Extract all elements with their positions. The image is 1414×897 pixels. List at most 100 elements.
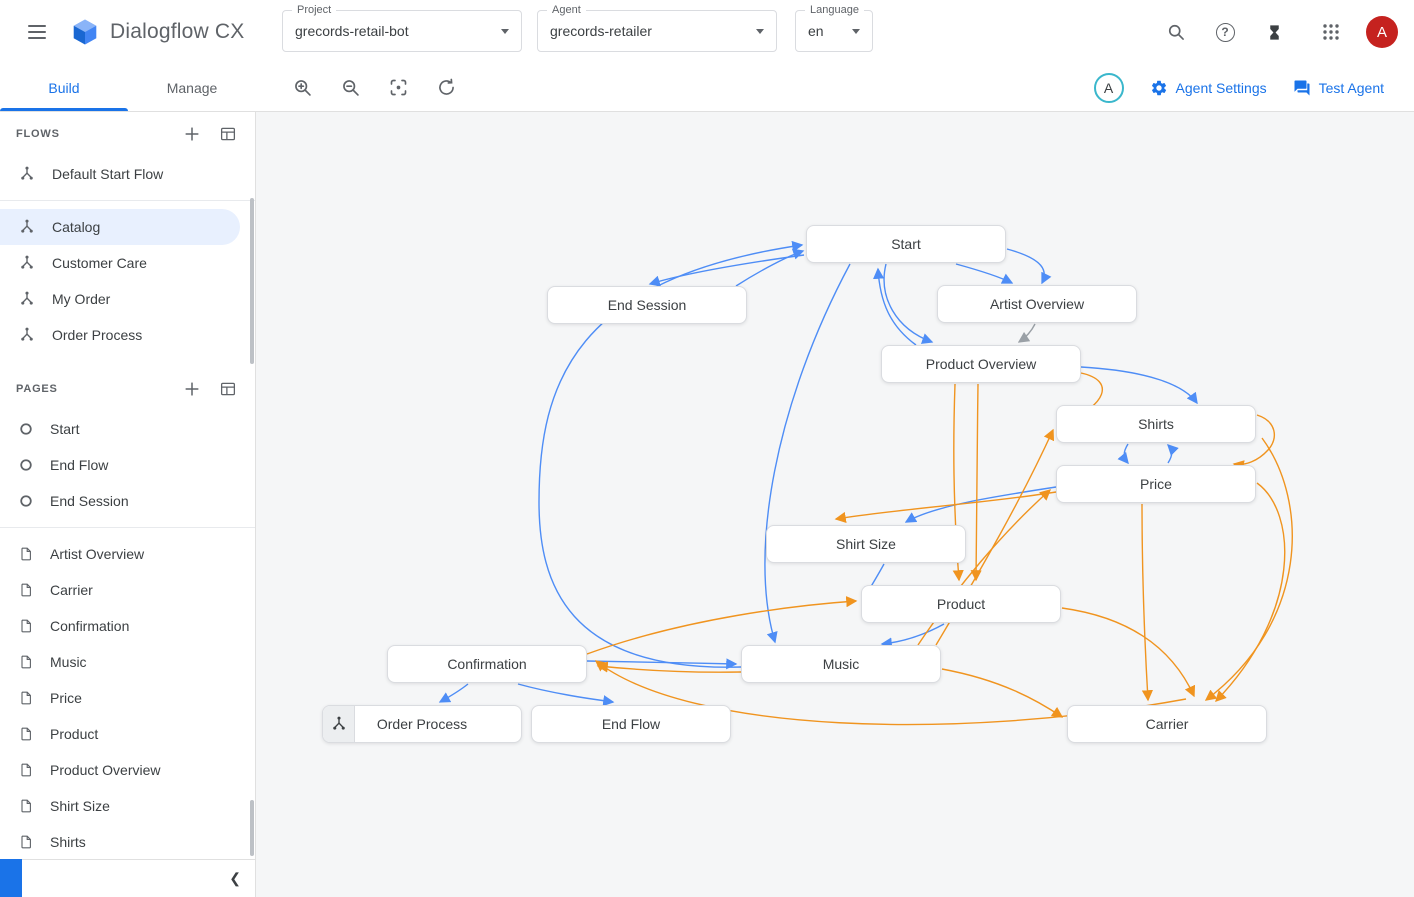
agent-avatar[interactable]: A (1093, 72, 1124, 103)
node-shirts[interactable]: Shirts (1056, 405, 1256, 443)
graph-edge (904, 486, 1057, 523)
tab-manage[interactable]: Manage (166, 79, 218, 96)
flow-link-icon (323, 706, 355, 742)
chevron-down-icon (756, 28, 764, 34)
test-agent-button[interactable]: Test Agent (1293, 79, 1384, 97)
page-item-end-session[interactable]: End Session (0, 483, 255, 519)
page-icon (21, 799, 31, 813)
row-label: Carrier (50, 582, 93, 598)
agent-settings-label: Agent Settings (1175, 79, 1267, 96)
node-price[interactable]: Price (1056, 465, 1256, 503)
flow-item-my-order[interactable]: My Order (0, 281, 255, 317)
node-confirmation[interactable]: Confirmation (387, 645, 587, 683)
node-artist-overview[interactable]: Artist Overview (937, 285, 1137, 323)
graph-edge (648, 254, 805, 287)
collapse-sidebar-icon[interactable]: ❮ (229, 870, 241, 886)
graph-edge (1061, 607, 1196, 698)
add-flow-icon[interactable] (181, 123, 203, 145)
node-shirt-size[interactable]: Shirt Size (766, 525, 966, 563)
row-label: Start (50, 421, 80, 437)
tab-build[interactable]: Build (0, 64, 128, 111)
node-product[interactable]: Product (861, 585, 1061, 623)
zoom-in-icon[interactable] (288, 74, 316, 102)
graph-edge (941, 668, 1064, 718)
node-start[interactable]: Start (806, 225, 1006, 263)
sidebar-scrollbar[interactable] (250, 800, 254, 856)
agent-select[interactable]: Agent grecords-retailer (537, 4, 777, 52)
flows-list-view-icon[interactable] (217, 123, 239, 145)
chevron-down-icon (501, 28, 509, 34)
chevron-down-icon (852, 28, 860, 34)
dialogflow-logo-icon (73, 19, 97, 45)
divider (0, 527, 255, 528)
page-item-start[interactable]: Start (0, 411, 255, 447)
graph-edge (1117, 443, 1129, 465)
node-label: Price (1140, 476, 1172, 492)
graph-edge (1232, 414, 1276, 472)
flow-item-catalog[interactable]: Catalog (0, 209, 240, 245)
menu-icon[interactable] (22, 19, 52, 45)
flow-icon (21, 291, 33, 305)
node-product-overview[interactable]: Product Overview (881, 345, 1081, 383)
pages-header-label: PAGES (16, 383, 58, 395)
page-item-product-overview[interactable]: Product Overview (0, 752, 255, 788)
app-title: Dialogflow CX (110, 20, 245, 43)
account-avatar[interactable]: A (1366, 16, 1398, 48)
agent-select-label: Agent (547, 4, 586, 16)
sidebar-scrollbar[interactable] (250, 198, 254, 364)
node-end-flow[interactable]: End Flow (531, 705, 731, 743)
node-label: Carrier (1145, 716, 1189, 732)
page-item-shirt-size[interactable]: Shirt Size (0, 788, 255, 824)
help-icon[interactable]: ? (1211, 18, 1239, 46)
app-logo: Dialogflow CX (70, 17, 245, 47)
graph-edge (764, 263, 851, 644)
graph-edge (586, 596, 858, 655)
page-item-product[interactable]: Product (0, 716, 255, 752)
graph-edges (438, 240, 1293, 726)
row-label: My Order (52, 291, 111, 307)
node-order-process[interactable]: Order Process (322, 705, 522, 743)
page-item-music[interactable]: Music (0, 644, 255, 680)
build-manage-tabs: Build Manage (0, 64, 256, 111)
graph-edge (1204, 437, 1293, 701)
page-icon (21, 763, 31, 777)
node-carrier[interactable]: Carrier (1067, 705, 1267, 743)
project-select[interactable]: Project grecords-retail-bot (282, 4, 522, 52)
node-label: Start (891, 236, 921, 252)
flow-item-customer-care[interactable]: Customer Care (0, 245, 255, 281)
page-item-price[interactable]: Price (0, 680, 255, 716)
row-label: Confirmation (50, 618, 130, 634)
node-label: Order Process (376, 716, 468, 732)
row-label: Shirts (50, 834, 86, 850)
reset-view-icon[interactable] (432, 74, 460, 102)
search-icon[interactable] (1162, 18, 1190, 46)
apps-grid-icon[interactable] (1317, 18, 1345, 46)
flow-item-order-process[interactable]: Order Process (0, 317, 255, 353)
row-label: Default Start Flow (52, 166, 164, 182)
graph-edge (834, 491, 1057, 523)
page-item-shirts[interactable]: Shirts (0, 824, 255, 860)
graph-edge (517, 683, 615, 707)
page-item-artist-overview[interactable]: Artist Overview (0, 536, 255, 572)
node-end-session[interactable]: End Session (547, 286, 747, 324)
page-item-carrier[interactable]: Carrier (0, 572, 255, 608)
node-label: End Session (607, 297, 687, 313)
node-music[interactable]: Music (741, 645, 941, 683)
hourglass-icon[interactable] (1260, 18, 1288, 46)
center-focus-icon[interactable] (384, 74, 412, 102)
language-select[interactable]: Language en (795, 4, 873, 52)
pages-list-view-icon[interactable] (217, 378, 239, 400)
zoom-out-icon[interactable] (336, 74, 364, 102)
flow-item-default-start-flow[interactable]: Default Start Flow (0, 156, 255, 192)
page-circle-icon (20, 423, 32, 435)
agent-settings-button[interactable]: Agent Settings (1150, 79, 1267, 97)
add-page-icon[interactable] (181, 378, 203, 400)
page-item-confirmation[interactable]: Confirmation (0, 608, 255, 644)
page-item-end-flow[interactable]: End Flow (0, 447, 255, 483)
page-icon (21, 583, 31, 597)
graph-edge (917, 489, 1052, 646)
row-label: Catalog (52, 219, 101, 235)
page-circle-icon (20, 495, 32, 507)
